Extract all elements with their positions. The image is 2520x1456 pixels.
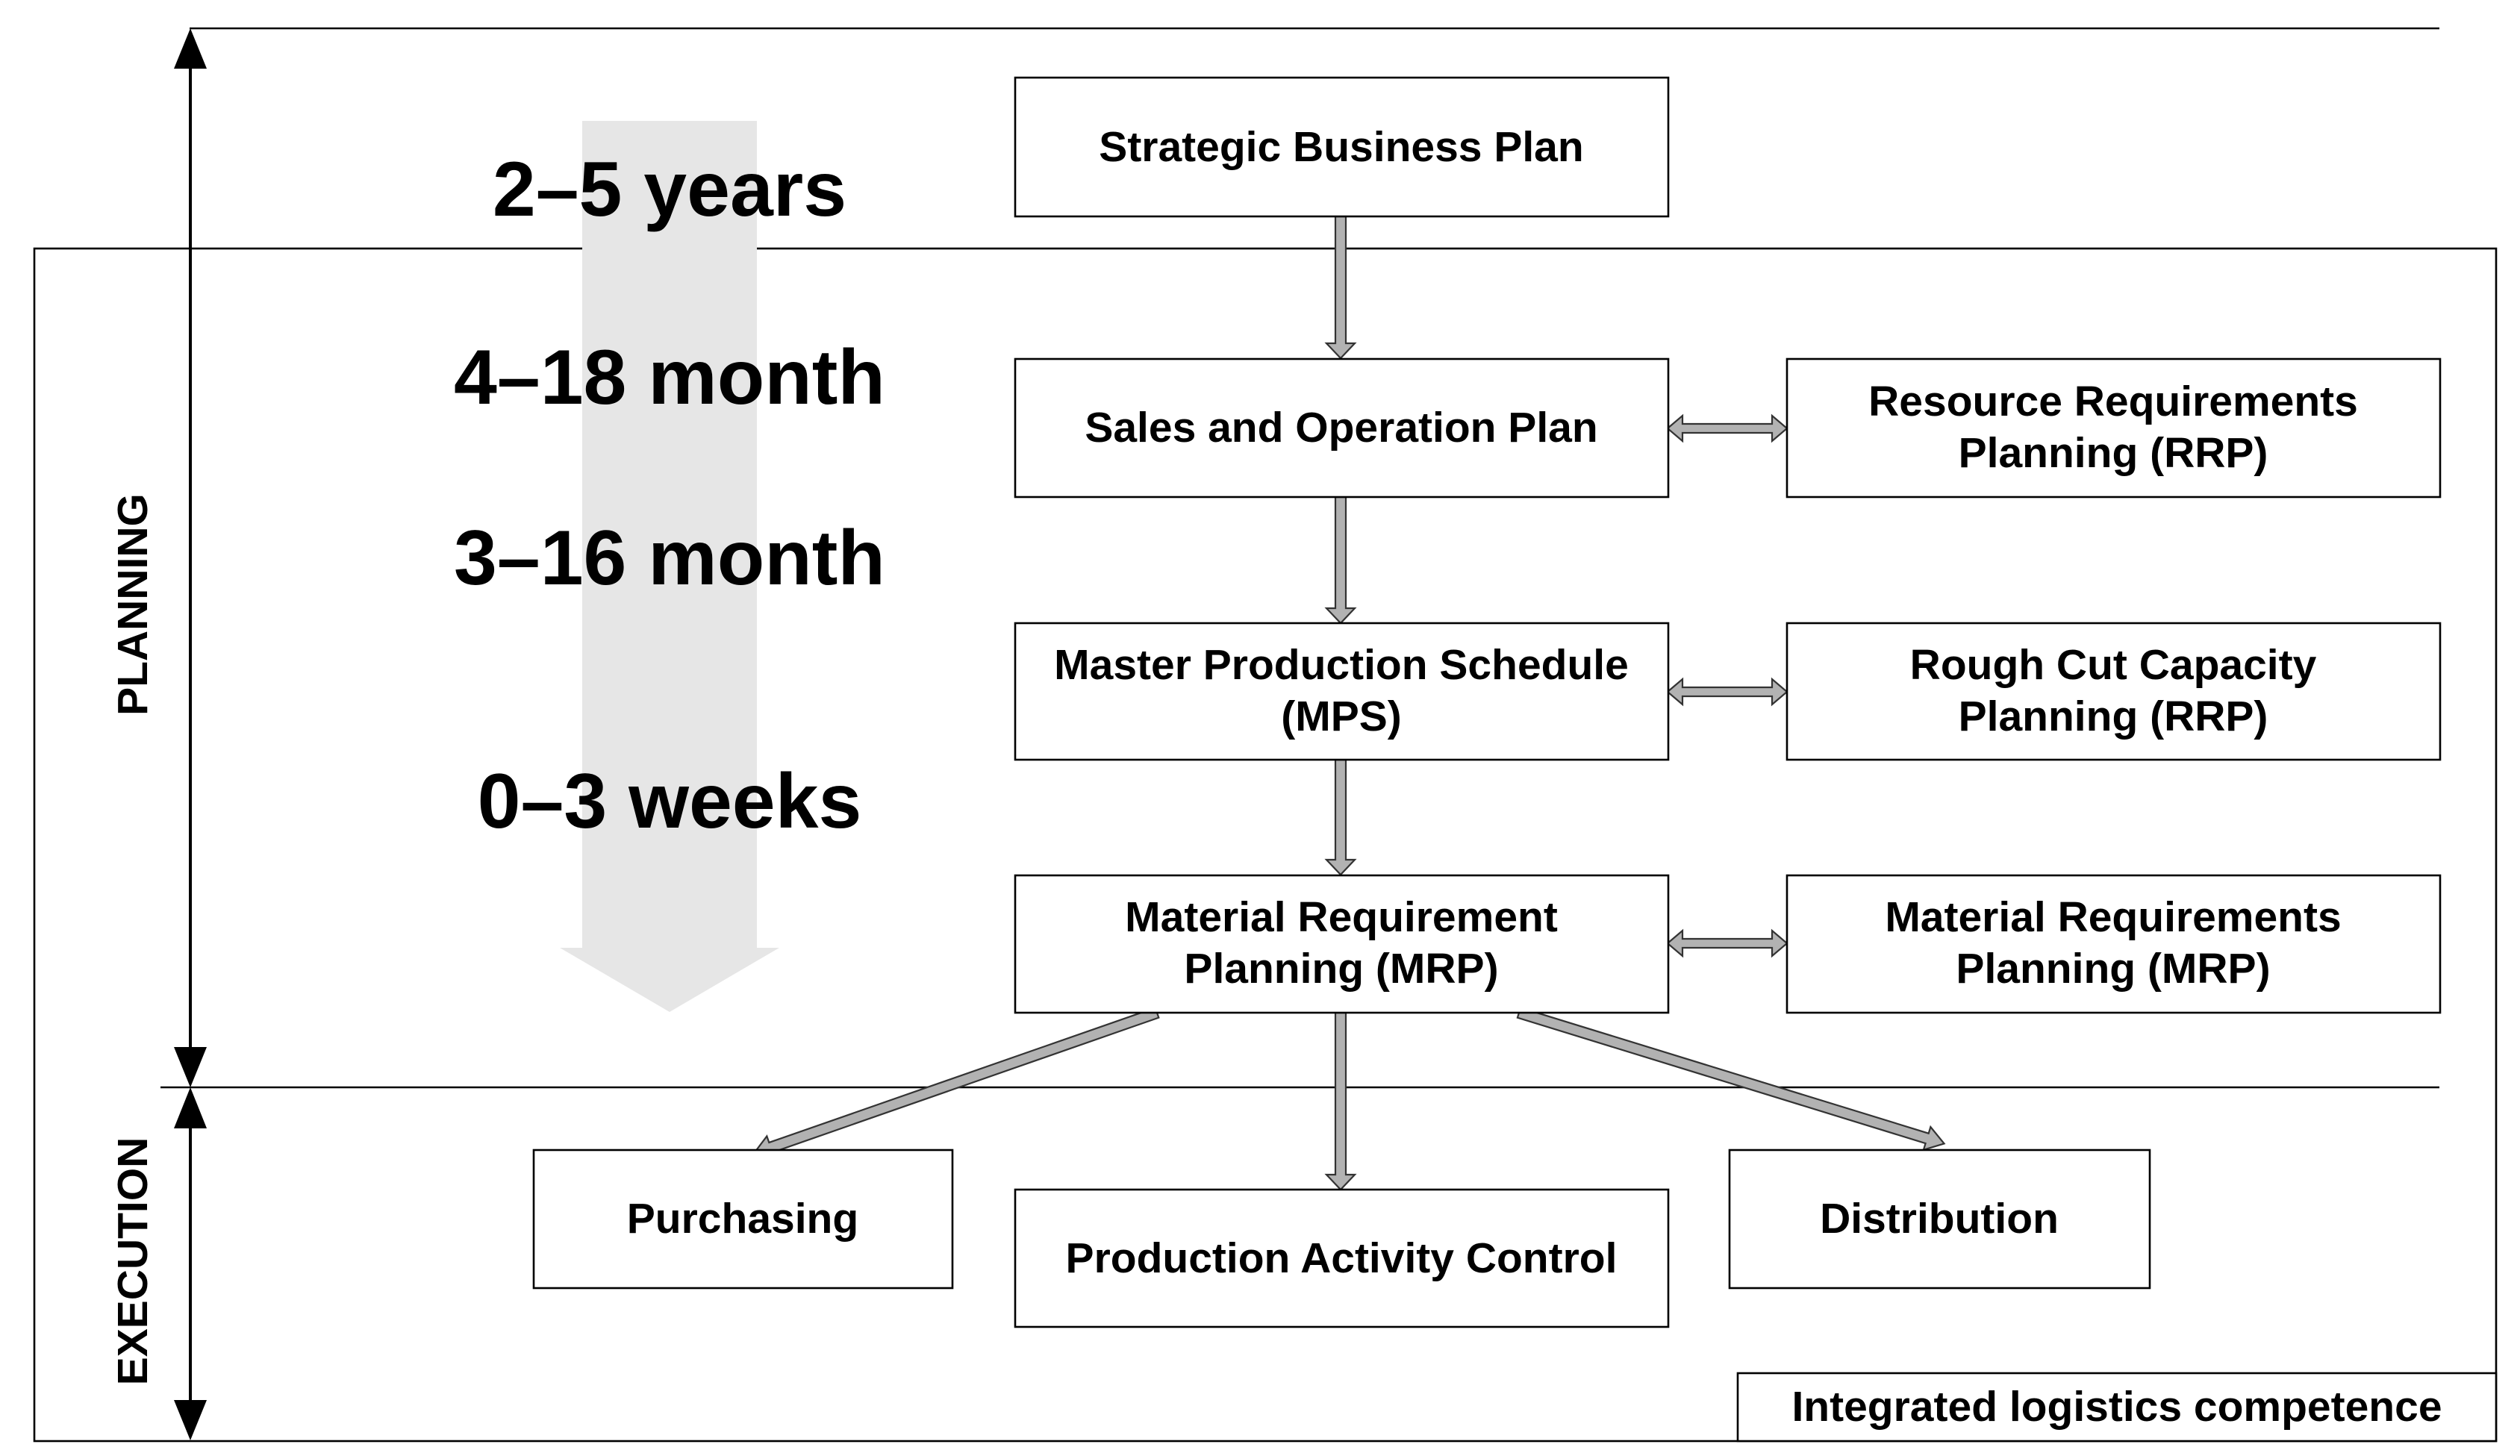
resource-requirements-planning-line1: Resource Requirements: [1868, 378, 2358, 425]
production-activity-control-label: Production Activity Control: [1066, 1234, 1618, 1282]
material-requirement-planning-box: Material Requirement Planning (MRP): [1014, 874, 1670, 1014]
planning-axis-bottom-arrowhead: [174, 1047, 207, 1087]
horizon-label-short-months: 3–16 month: [454, 515, 885, 602]
horizon-label-long-months: 4–18 month: [454, 334, 885, 421]
purchasing-box: Purchasing: [532, 1149, 954, 1290]
arrow-mps-to-mrp: [1324, 758, 1357, 876]
time-horizon-arrow: [560, 121, 779, 1012]
arrow-sop-to-mps: [1324, 496, 1357, 625]
material-requirements-planning-line1: Material Requirements: [1885, 893, 2341, 941]
planning-axis-top-arrowhead: [174, 28, 207, 69]
resource-requirements-planning-box: Resource Requirements Planning (RRP): [1785, 357, 2442, 499]
material-requirements-planning-line2: Planning (MRP): [1956, 945, 2270, 993]
resource-requirements-planning-line2: Planning (RRP): [1959, 429, 2268, 477]
material-requirements-planning-box: Material Requirements Planning (MRP): [1785, 874, 2442, 1014]
material-requirement-planning-line1: Material Requirement: [1125, 893, 1558, 941]
execution-axis-bottom-arrowhead: [174, 1400, 207, 1440]
arrow-sbp-to-sop: [1324, 215, 1357, 360]
horizon-label-weeks: 0–3 weeks: [478, 758, 862, 845]
double-arrow-mps-rccp: [1666, 677, 1788, 707]
rough-cut-capacity-planning-line2: Planning (RRP): [1959, 693, 2268, 740]
arrow-mrp-to-distribution: [1516, 1006, 1946, 1152]
integrated-logistics-frame: [33, 247, 2498, 1443]
production-activity-control-box: Production Activity Control: [1014, 1188, 1670, 1328]
sales-operation-plan-label: Sales and Operation Plan: [1085, 404, 1597, 452]
horizon-label-years: 2–5 years: [493, 146, 846, 233]
strategic-business-plan-box: Strategic Business Plan: [1014, 76, 1670, 218]
strategic-business-plan-label: Strategic Business Plan: [1099, 123, 1583, 171]
sales-operation-plan-box: Sales and Operation Plan: [1014, 357, 1670, 499]
arrow-mrp-to-pac: [1324, 1011, 1357, 1191]
master-production-schedule-line2: (MPS): [1281, 693, 1401, 740]
master-production-schedule-box: Master Production Schedule (MPS): [1014, 622, 1670, 761]
double-arrow-sop-rrp: [1666, 413, 1788, 443]
distribution-box: Distribution: [1728, 1149, 2151, 1290]
integrated-logistics-label: Integrated logistics competence: [1791, 1383, 2442, 1431]
rough-cut-capacity-planning-line1: Rough Cut Capacity: [1910, 641, 2317, 689]
execution-section-label: EXECUTION: [109, 1137, 157, 1386]
double-arrow-mrp-mrp: [1666, 928, 1788, 958]
master-production-schedule-line1: Master Production Schedule: [1054, 641, 1629, 689]
material-requirement-planning-line2: Planning (MRP): [1184, 945, 1498, 993]
arrow-mrp-to-purchasing: [752, 1006, 1160, 1160]
planning-section-label: PLANNING: [109, 493, 157, 716]
integrated-logistics-label-box: Integrated logistics competence: [1736, 1372, 2498, 1443]
execution-axis-top-arrowhead: [174, 1087, 207, 1128]
distribution-label: Distribution: [1820, 1195, 2059, 1243]
purchasing-label: Purchasing: [627, 1195, 858, 1243]
rough-cut-capacity-planning-box: Rough Cut Capacity Planning (RRP): [1785, 622, 2442, 761]
